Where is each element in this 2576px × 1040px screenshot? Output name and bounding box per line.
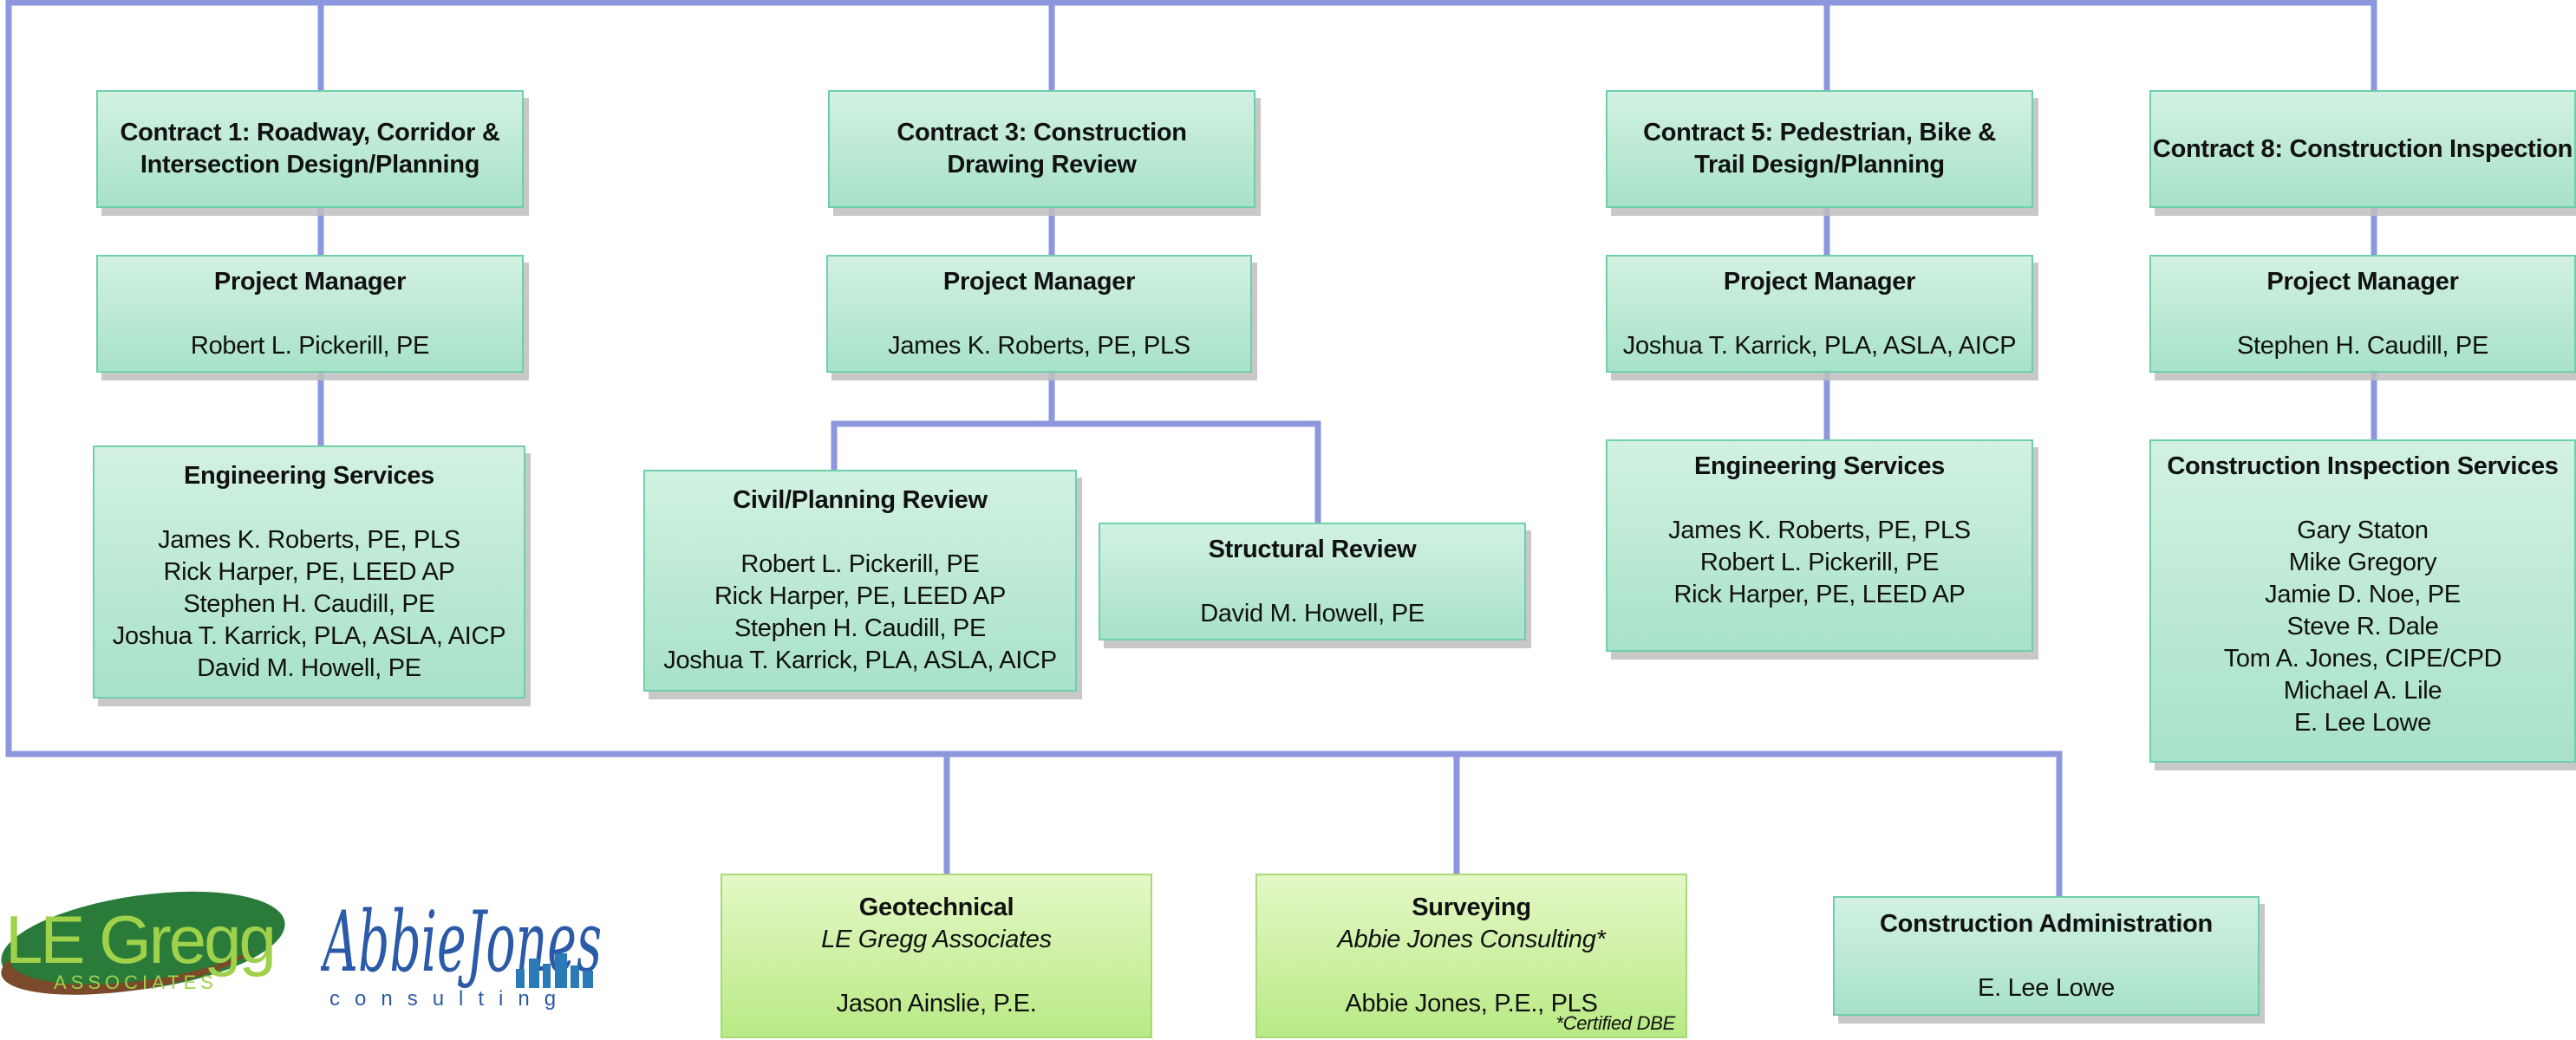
staff-name: Stephen H. Caudill, PE bbox=[183, 589, 435, 618]
staff-name: Rick Harper, PE, LEED AP bbox=[163, 557, 455, 586]
staff-name: Robert L. Pickerill, PE bbox=[1699, 549, 1940, 576]
svg-text:consulting: consulting bbox=[329, 987, 571, 1011]
staff-name: Joshua T. Karrick, PLA, ASLA, AICP bbox=[663, 647, 1057, 674]
contract-5-services-box: Engineering Services James K. Roberts, P… bbox=[1606, 439, 2033, 652]
staff-name: Jamie D. Noe, PE bbox=[2265, 581, 2461, 608]
pm-name: Stephen H. Caudill, PE bbox=[2236, 331, 2488, 360]
pm-name: James K. Roberts, PE, PLS bbox=[888, 331, 1190, 360]
contract-8-pm-box: Project Manager Stephen H. Caudill, PE bbox=[2149, 255, 2576, 373]
certified-dbe-note: *Certified DBE bbox=[1555, 1012, 1675, 1034]
staff-name: Rick Harper, PE, LEED AP bbox=[1673, 581, 1966, 608]
contract-1-pm-box: Project Manager Robert L. Pickerill, PE bbox=[96, 255, 524, 373]
contract-3-civil-review-box: Civil/Planning Review Robert L. Pickeril… bbox=[643, 470, 1077, 692]
contract-3-structural-review-box: Structural Review David M. Howell, PE bbox=[1099, 523, 1526, 640]
svg-text:ASSOCIATES: ASSOCIATES bbox=[54, 972, 218, 993]
contract-1-title-line-1: Contract 1: Roadway, Corridor & bbox=[120, 119, 500, 146]
support-firm: Abbie Jones Consulting* bbox=[1337, 926, 1606, 953]
contract-5-title-line-1: Contract 5: Pedestrian, Bike & bbox=[1643, 119, 1996, 146]
contract-3-box: Contract 3: Construction Drawing Review bbox=[828, 90, 1255, 208]
staff-name: David M. Howell, PE bbox=[1200, 599, 1425, 627]
support-name: Jason Ainslie, P.E. bbox=[836, 990, 1037, 1017]
staff-name: Robert L. Pickerill, PE bbox=[740, 550, 980, 578]
pm-label: Project Manager bbox=[2266, 267, 2459, 296]
staff-name: Steve R. Dale bbox=[2286, 613, 2439, 640]
support-title: Construction Administration bbox=[1880, 909, 2213, 938]
contract-8-title-line-1: Contract 8: Construction Inspection bbox=[2152, 134, 2573, 163]
staff-name: Stephen H. Caudill, PE bbox=[734, 614, 986, 642]
contract-3-pm-box: Project Manager James K. Roberts, PE, PL… bbox=[826, 255, 1252, 373]
support-title: Geotechnical bbox=[858, 894, 1014, 921]
staff-name: Tom A. Jones, CIPE/CPD bbox=[2223, 645, 2502, 673]
services-title: Engineering Services bbox=[1694, 452, 1945, 480]
contract-1-box: Contract 1: Roadway, Corridor & Intersec… bbox=[96, 90, 524, 208]
le-gregg-logo: LE Gregg ASSOCIATES bbox=[1, 891, 285, 995]
contract-8-box: Contract 8: Construction Inspection bbox=[2149, 90, 2576, 208]
staff-name: James K. Roberts, PE, PLS bbox=[1668, 517, 1971, 544]
support-name: Abbie Jones, P.E., PLS bbox=[1345, 990, 1598, 1017]
staff-name: Gary Staton bbox=[2297, 517, 2429, 544]
support-firm: LE Gregg Associates bbox=[821, 926, 1052, 953]
contract-8-services-box: Construction Inspection Services Gary St… bbox=[2149, 439, 2576, 763]
svg-text:LE Gregg: LE Gregg bbox=[5, 901, 274, 978]
staff-name: David M. Howell, PE bbox=[197, 653, 421, 682]
contract-5-pm-box: Project Manager Joshua T. Karrick, PLA, … bbox=[1606, 255, 2033, 373]
contract-1-services-box: Engineering Services James K. Roberts, P… bbox=[93, 445, 525, 699]
surveying-box: Surveying Abbie Jones Consulting* Abbie … bbox=[1255, 874, 1687, 1038]
staff-name: E. Lee Lowe bbox=[2294, 709, 2431, 737]
staff-name: James K. Roberts, PE, PLS bbox=[158, 525, 460, 554]
services-title: Structural Review bbox=[1208, 535, 1417, 563]
support-name: E. Lee Lowe bbox=[1978, 973, 2115, 1002]
contract-1-title-line-2: Intersection Design/Planning bbox=[140, 151, 480, 179]
contract-5-box: Contract 5: Pedestrian, Bike & Trail Des… bbox=[1606, 90, 2033, 208]
construction-administration-box: Construction Administration E. Lee Lowe bbox=[1833, 896, 2260, 1016]
contract-5-title-line-2: Trail Design/Planning bbox=[1694, 151, 1945, 179]
services-title: Construction Inspection Services bbox=[2167, 452, 2559, 480]
support-title: Surveying bbox=[1412, 894, 1531, 921]
pm-label: Project Manager bbox=[942, 267, 1136, 296]
contract-3-title-line-1: Contract 3: Construction bbox=[897, 119, 1187, 146]
staff-name: Mike Gregory bbox=[2288, 549, 2437, 576]
contract-3-title-line-2: Drawing Review bbox=[947, 151, 1137, 179]
staff-name: Joshua T. Karrick, PLA, ASLA, AICP bbox=[112, 621, 506, 650]
services-title: Civil/Planning Review bbox=[733, 486, 988, 514]
staff-name: Michael A. Lile bbox=[2283, 677, 2442, 705]
abbie-jones-logo: AbbieJones consulting bbox=[321, 894, 602, 1011]
pm-name: Robert L. Pickerill, PE bbox=[190, 331, 430, 360]
geotechnical-box: Geotechnical LE Gregg Associates Jason A… bbox=[721, 874, 1152, 1038]
pm-label: Project Manager bbox=[1723, 267, 1916, 296]
services-title: Engineering Services bbox=[184, 461, 434, 490]
pm-name: Joshua T. Karrick, PLA, ASLA, AICP bbox=[1622, 331, 2017, 360]
pm-label: Project Manager bbox=[213, 267, 407, 296]
staff-name: Rick Harper, PE, LEED AP bbox=[714, 582, 1007, 610]
